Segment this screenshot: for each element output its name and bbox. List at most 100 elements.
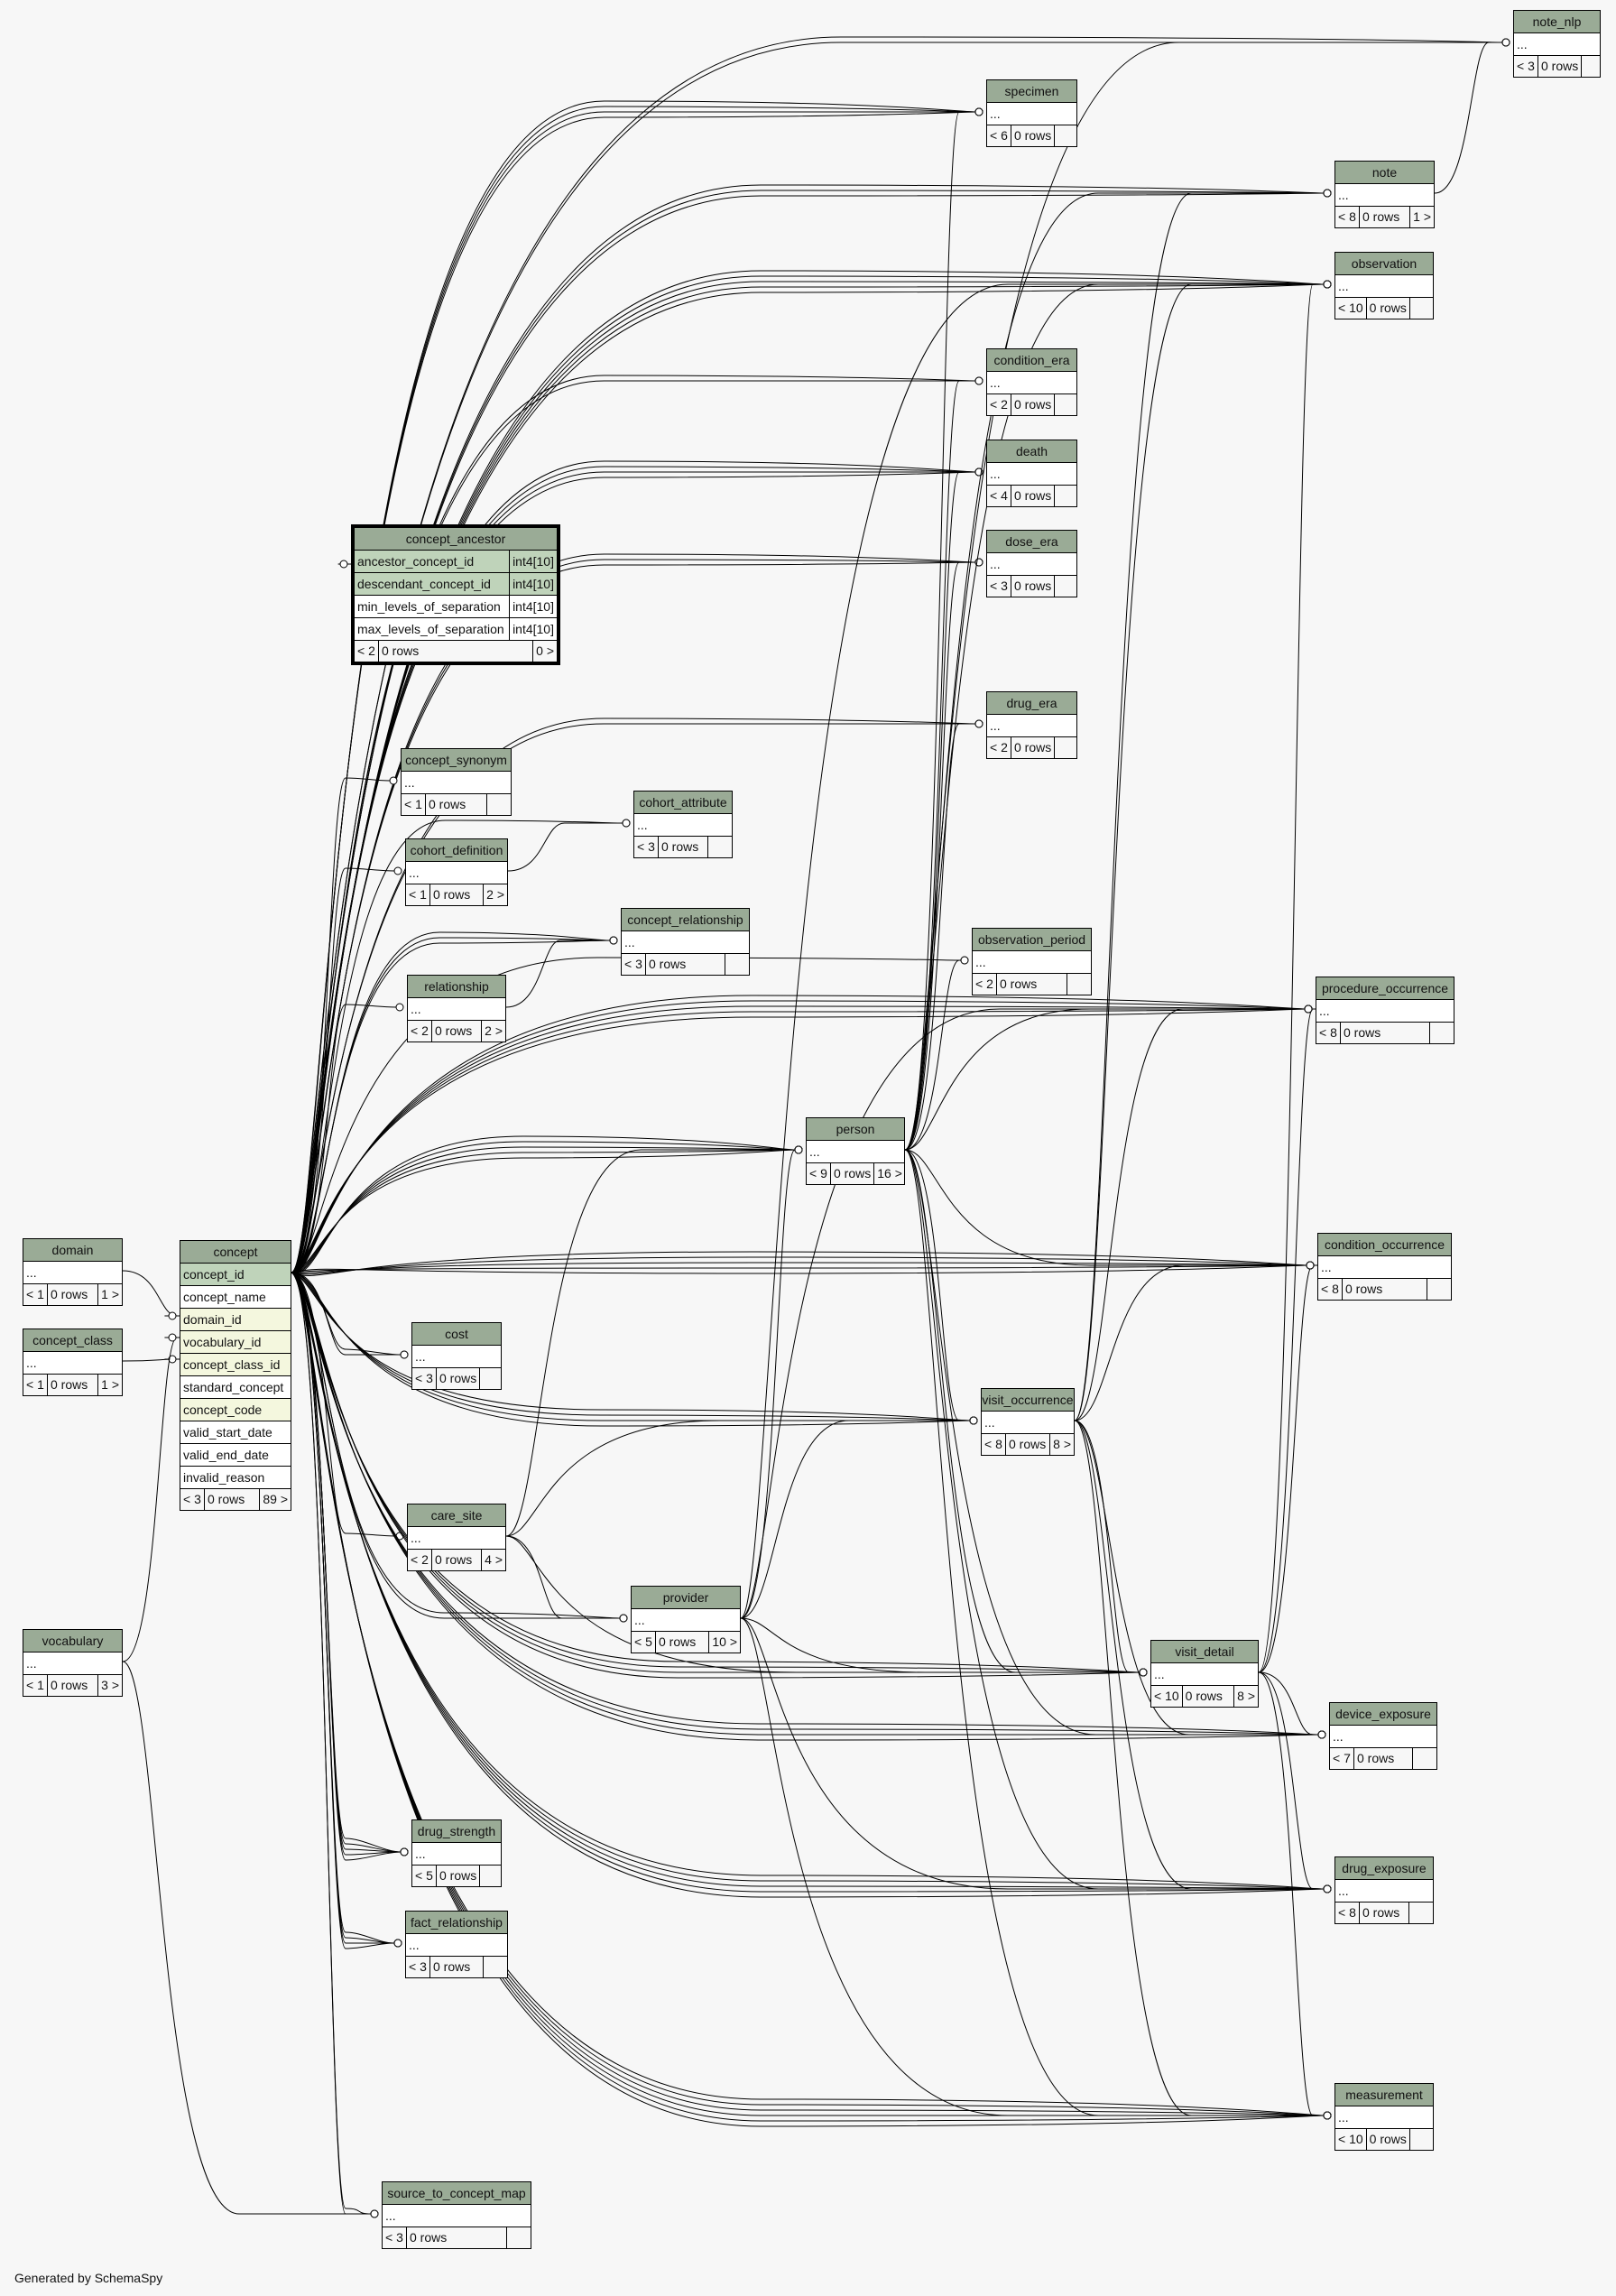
table-death[interactable]: death... < 4 0 rows xyxy=(986,440,1077,507)
collapsed-columns[interactable]: ... xyxy=(622,931,749,954)
parents-link[interactable]: < 2 xyxy=(990,397,1008,412)
table-header[interactable]: condition_occurrence xyxy=(1318,1234,1451,1256)
table-care-site[interactable]: care_site... < 2 0 rows 4 > xyxy=(407,1504,506,1571)
collapsed-columns[interactable]: ... xyxy=(406,1934,507,1957)
table-header[interactable]: concept xyxy=(180,1241,291,1264)
children-link[interactable] xyxy=(483,1957,507,1977)
table-header[interactable]: observation xyxy=(1335,253,1433,275)
parents-link[interactable]: < 2 xyxy=(357,643,375,658)
children-link[interactable]: 1 > xyxy=(97,1284,122,1305)
table-relationship[interactable]: relationship... < 2 0 rows 2 > xyxy=(407,975,506,1042)
collapsed-columns[interactable]: ... xyxy=(987,372,1076,394)
table-drug-era[interactable]: drug_era... < 2 0 rows xyxy=(986,691,1077,759)
children-link[interactable] xyxy=(1412,1748,1436,1769)
table-header[interactable]: care_site xyxy=(408,1504,505,1527)
collapsed-columns[interactable]: ... xyxy=(632,1609,740,1632)
table-header[interactable]: concept_class xyxy=(23,1329,122,1352)
collapsed-columns[interactable]: ... xyxy=(1151,1663,1258,1686)
collapsed-columns[interactable]: ... xyxy=(406,862,507,884)
table-header[interactable]: procedure_occurrence xyxy=(1316,977,1454,1000)
parents-link[interactable]: < 1 xyxy=(26,1377,44,1392)
table-concept-relationship[interactable]: concept_relationship... < 3 0 rows xyxy=(621,908,750,976)
table-concept-synonym[interactable]: concept_synonym... < 1 0 rows xyxy=(401,748,512,816)
parents-link[interactable]: < 7 xyxy=(1333,1751,1351,1765)
column-row[interactable]: valid_start_date xyxy=(180,1421,291,1444)
parents-link[interactable]: < 8 xyxy=(1338,1905,1356,1920)
parents-link[interactable]: < 3 xyxy=(624,957,642,971)
collapsed-columns[interactable]: ... xyxy=(23,1352,122,1375)
table-header[interactable]: dose_era xyxy=(987,531,1076,553)
children-link[interactable]: 1 > xyxy=(1409,207,1434,227)
parents-link[interactable]: < 9 xyxy=(809,1166,827,1180)
table-observation[interactable]: observation... < 10 0 rows xyxy=(1334,252,1434,319)
parents-link[interactable]: < 8 xyxy=(984,1437,1002,1451)
children-link[interactable]: 3 > xyxy=(97,1675,122,1696)
children-link[interactable] xyxy=(506,2227,531,2248)
children-link[interactable] xyxy=(707,837,732,857)
parents-link[interactable]: < 8 xyxy=(1338,209,1356,224)
collapsed-columns[interactable]: ... xyxy=(412,1346,501,1368)
children-link[interactable] xyxy=(1427,1279,1451,1300)
table-device-exposure[interactable]: device_exposure... < 7 0 rows xyxy=(1329,1702,1437,1770)
parents-link[interactable]: < 8 xyxy=(1321,1282,1339,1296)
table-domain[interactable]: domain... < 1 0 rows 1 > xyxy=(23,1238,123,1306)
collapsed-columns[interactable]: ... xyxy=(1335,1880,1433,1903)
collapsed-columns[interactable]: ... xyxy=(987,553,1076,576)
parents-link[interactable]: < 3 xyxy=(385,2230,403,2245)
children-link[interactable]: 8 > xyxy=(1233,1686,1258,1707)
column-row[interactable]: concept_class_id xyxy=(180,1354,291,1376)
table-header[interactable]: relationship xyxy=(408,976,505,998)
collapsed-columns[interactable]: ... xyxy=(23,1653,122,1675)
children-link[interactable] xyxy=(1054,737,1078,758)
parents-link[interactable]: < 2 xyxy=(411,1552,429,1567)
collapsed-columns[interactable]: ... xyxy=(402,772,511,794)
children-link[interactable] xyxy=(479,1368,503,1389)
table-visit-occurrence[interactable]: visit_occurrence... < 8 0 rows 8 > xyxy=(981,1388,1075,1456)
collapsed-columns[interactable]: ... xyxy=(973,951,1091,974)
table-header[interactable]: concept_ancestor xyxy=(355,528,557,551)
parents-link[interactable]: < 1 xyxy=(26,1287,44,1301)
children-link[interactable] xyxy=(1054,486,1078,506)
table-header[interactable]: measurement xyxy=(1335,2084,1433,2106)
table-provider[interactable]: provider... < 5 0 rows 10 > xyxy=(631,1586,741,1653)
children-link[interactable]: 16 > xyxy=(873,1163,905,1184)
collapsed-columns[interactable]: ... xyxy=(987,715,1076,737)
parents-link[interactable]: < 8 xyxy=(1319,1025,1337,1040)
collapsed-columns[interactable]: ... xyxy=(1318,1256,1451,1279)
table-header[interactable]: death xyxy=(987,440,1076,463)
table-note-nlp[interactable]: note_nlp... < 3 0 rows xyxy=(1513,10,1601,78)
column-row[interactable]: invalid_reason xyxy=(180,1467,291,1489)
collapsed-columns[interactable]: ... xyxy=(987,463,1076,486)
collapsed-columns[interactable]: ... xyxy=(1335,275,1433,298)
table-vocabulary[interactable]: vocabulary... < 1 0 rows 3 > xyxy=(23,1629,123,1697)
table-header[interactable]: cohort_definition xyxy=(406,839,507,862)
table-header[interactable]: cohort_attribute xyxy=(634,792,732,814)
children-link[interactable] xyxy=(1581,56,1605,77)
parents-link[interactable]: < 10 xyxy=(1338,301,1363,315)
parents-link[interactable]: < 3 xyxy=(415,1371,433,1385)
collapsed-columns[interactable]: ... xyxy=(982,1412,1074,1434)
table-note[interactable]: note... < 8 0 rows 1 > xyxy=(1334,161,1435,228)
table-observation-period[interactable]: observation_period... < 2 0 rows xyxy=(972,928,1092,995)
children-link[interactable] xyxy=(1408,2129,1434,2150)
table-header[interactable]: visit_occurrence xyxy=(982,1389,1074,1412)
parents-link[interactable]: < 10 xyxy=(1154,1689,1179,1703)
table-dose-era[interactable]: dose_era... < 3 0 rows xyxy=(986,530,1077,597)
collapsed-columns[interactable]: ... xyxy=(383,2205,531,2227)
table-header[interactable]: drug_exposure xyxy=(1335,1857,1433,1880)
collapsed-columns[interactable]: ... xyxy=(23,1262,122,1284)
children-link[interactable] xyxy=(486,794,511,815)
parents-link[interactable]: < 2 xyxy=(975,977,993,991)
parents-link[interactable]: < 5 xyxy=(634,1634,652,1649)
children-link[interactable]: 10 > xyxy=(708,1632,740,1653)
parents-link[interactable]: < 2 xyxy=(990,740,1008,755)
children-link[interactable]: 2 > xyxy=(481,1021,505,1042)
table-header[interactable]: concept_relationship xyxy=(622,909,749,931)
table-cohort-definition[interactable]: cohort_definition... < 1 0 rows 2 > xyxy=(405,838,508,906)
table-specimen[interactable]: specimen... < 6 0 rows xyxy=(986,79,1077,147)
column-row[interactable]: standard_concept xyxy=(180,1376,291,1399)
collapsed-columns[interactable]: ... xyxy=(807,1141,904,1163)
